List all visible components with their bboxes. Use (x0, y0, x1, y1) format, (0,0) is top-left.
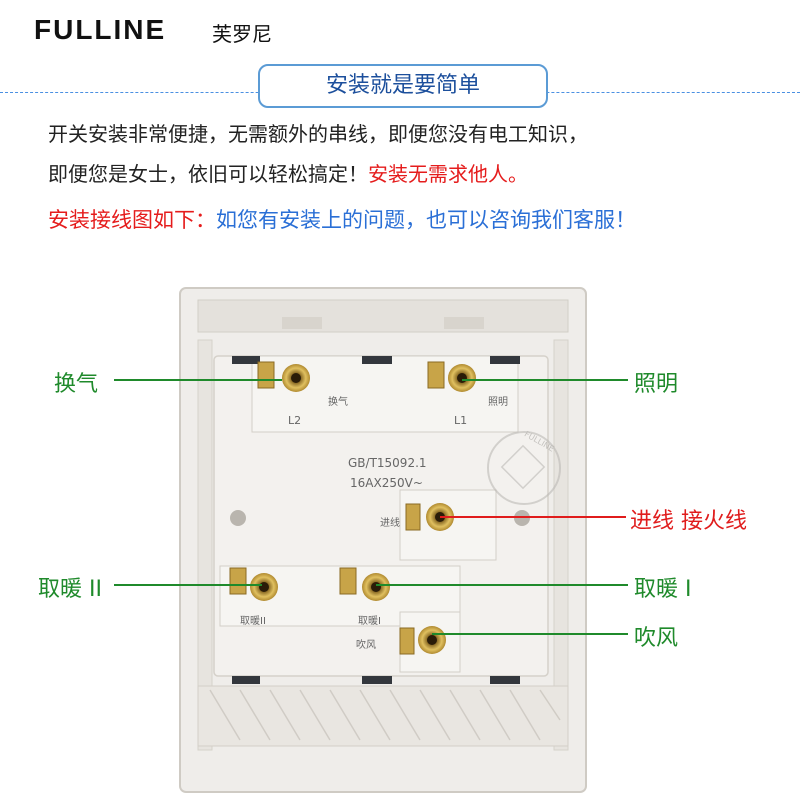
section-title: 安装就是要简单 (258, 64, 548, 108)
terminal-lighting (427, 361, 476, 392)
side-rib (553, 339, 569, 751)
panel-label-l2: L2 (288, 414, 302, 427)
callout-lighting: 照明 (634, 372, 679, 397)
panel-label-heat2: 取暖II (240, 616, 266, 627)
top-slot (282, 317, 322, 329)
panel-standard: GB/T15092.1 (348, 456, 427, 470)
intro-line-2: 即便您是女士，依旧可以轻松搞定！安装无需求他人。 (48, 158, 528, 187)
intro-line-1: 开关安装非常便捷，无需额外的串线，即便您没有电工知识， (48, 122, 588, 146)
customer-service-note: 如您有安装上的问题，也可以咨询我们客服！ (216, 208, 636, 232)
panel-label-light: 照明 (488, 397, 508, 408)
terminal-blow (399, 626, 446, 655)
panel-label-input: 进线 (380, 518, 400, 529)
vent-slot (362, 356, 392, 364)
panel-label-heat1: 取暖I (358, 616, 381, 627)
top-clip-strip (197, 299, 569, 333)
panel-label-l1: L1 (454, 414, 468, 427)
terminal-heat1 (339, 567, 390, 601)
vent-slot (232, 676, 260, 684)
callout-input-live: 进线 接火线 (630, 509, 747, 534)
panel-label-vent: 换气 (328, 397, 348, 408)
terminal-heat2 (229, 567, 278, 601)
vent-slot (232, 356, 260, 364)
panel-rating: 16AX250V~ (350, 476, 423, 490)
intro-line-3: 安装接线图如下：如您有安装上的问题，也可以咨询我们客服！ (48, 204, 636, 234)
vent-slot (362, 676, 392, 684)
lattice-lines (209, 689, 561, 741)
intro-line-2-highlight: 安装无需求他人。 (368, 162, 528, 186)
vent-slot (490, 676, 520, 684)
bottom-lattice (197, 685, 569, 747)
callout-blow: 吹风 (634, 626, 679, 651)
vent-slot (490, 356, 520, 364)
terminal-ventilation (257, 361, 310, 392)
side-rib (197, 339, 213, 751)
callout-heat2: 取暖 II (38, 577, 102, 602)
panel-label-blow: 吹风 (356, 640, 376, 651)
callout-heat1: 取暖 I (634, 577, 692, 602)
mounting-hole (230, 510, 246, 526)
brand-chinese-name: 芙罗尼 (212, 22, 272, 46)
wiring-diagram-label: 安装接线图如下： (48, 208, 216, 232)
intro-line-2-text: 即便您是女士，依旧可以轻松搞定！ (48, 162, 368, 186)
callout-ventilation: 换气 (54, 372, 99, 397)
top-slot (444, 317, 484, 329)
brand-logo-text: FULLINE (34, 14, 167, 45)
